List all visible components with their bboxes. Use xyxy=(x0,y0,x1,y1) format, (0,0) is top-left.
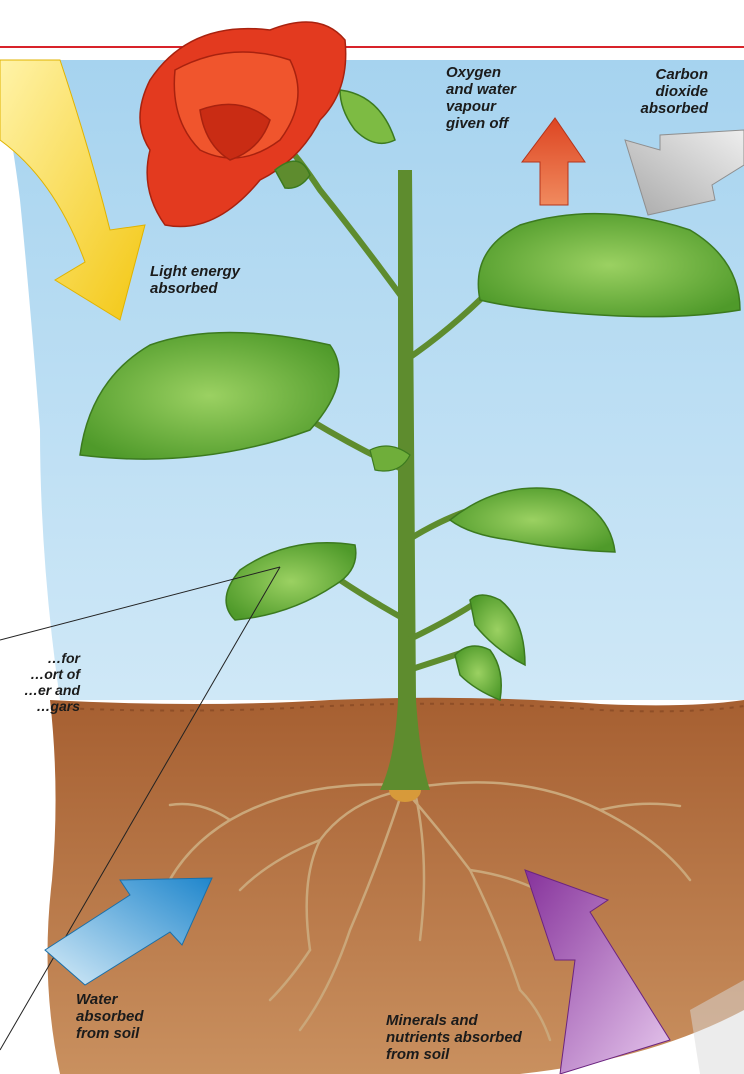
label-minerals-nutrients: Minerals and nutrients absorbed from soi… xyxy=(386,1012,522,1063)
label-vessels-transport: …for …ort of …er and …gars xyxy=(0,650,80,714)
label-light-energy: Light energy absorbed xyxy=(150,263,240,297)
label-carbon-dioxide: Carbon dioxide absorbed xyxy=(598,66,708,117)
label-water-absorbed: Water absorbed from soil xyxy=(76,991,144,1042)
label-oxygen-water-vapour: Oxygen and water vapour given off xyxy=(446,64,516,132)
